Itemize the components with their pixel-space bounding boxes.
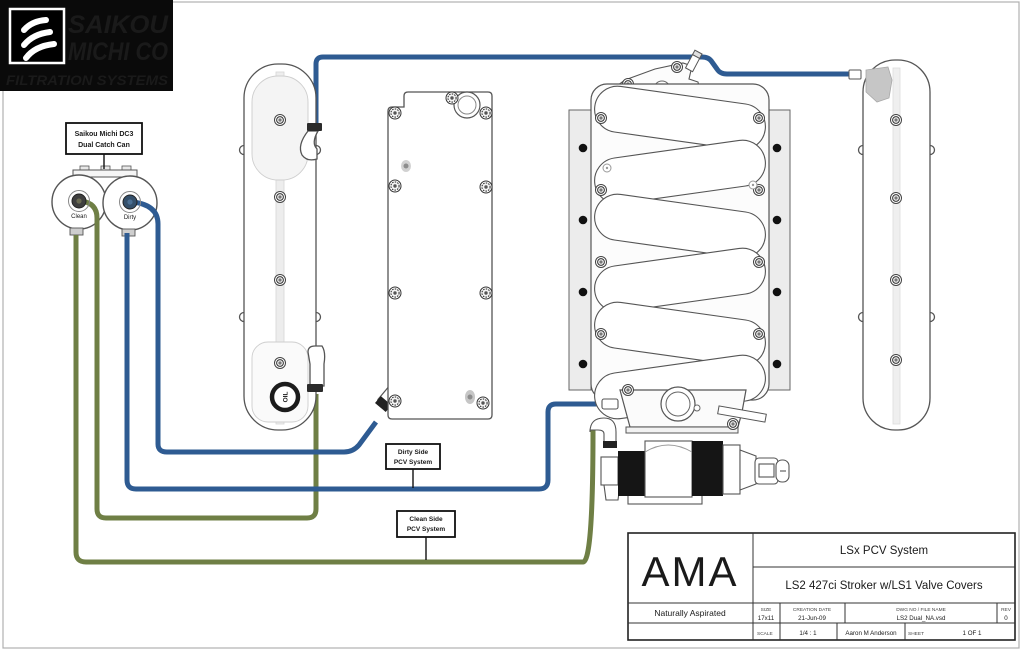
catch-can-callout-line1: Saikou Michi DC3 [75,131,134,138]
sheet-value: 1 OF 1 [963,630,982,637]
creation-date-label: CREATION DATE [793,607,831,613]
rev-label: REV [1001,607,1012,613]
left-valve-cover: OIL [238,63,326,431]
sheet-label: SHEET [908,631,924,637]
throttle-flange [601,384,767,434]
dual-catch-can [51,165,158,237]
manifold-vacuum-stub [601,398,619,410]
hose-barb-icon [307,123,322,131]
scale-label: SCALE [757,631,773,637]
dirty-side-callout-box [385,443,441,470]
title-block: AMA Naturally Aspirated LSx PCV System L… [627,532,1016,641]
clean-hose-to-left-valve-cover [80,198,319,521]
clean-side-line1: Clean Side [409,516,443,523]
intake-manifold [568,49,791,434]
dwg-no-value: LS2 Dual_NA.vsd [897,615,946,622]
size-value: 17x11 [758,615,775,622]
breather-fitting [848,69,862,80]
creation-date-value: 21-Jun-09 [798,615,826,622]
catch-can-callout-line2: Dual Catch Can [78,142,130,149]
left-fuel-rail [568,109,592,391]
author: Aaron M Anderson [845,630,897,637]
company-initials: AMA [641,548,738,595]
dirty-port-label: Dirty [124,215,136,221]
can-ports: Clean Dirty [68,190,141,221]
valve-cover-crossover-hose [313,54,855,132]
scale-value: 1/4 : 1 [799,630,817,637]
logo-line1: SAIKOU [68,11,169,39]
size-label: SIZE [761,607,772,613]
dirty-hose-to-intake [124,233,608,492]
right-fuel-rail [767,109,791,391]
callouts: Saikou Michi DC3 Dual Catch Can Dirty Si… [65,122,456,560]
catch-can-callout-box [65,122,143,155]
logo-tagline: FILTRATION SYSTEMS [6,73,168,88]
throttle-body [589,417,790,505]
logo-line2: MICHI CO [68,38,168,66]
vacuum-nipple [684,49,703,73]
dirty-hose-to-valley-cover [132,199,379,455]
saikou-michi-logo: SAIKOU MICHI CO FILTRATION SYSTEMS [0,0,173,91]
right-valve-cover [848,59,936,431]
connector-plug [758,463,775,478]
clean-side-elbow [589,417,617,448]
mounting-bracket [72,169,138,178]
hose-barb-icon [307,384,323,392]
oil-cap-label: OIL [282,392,289,403]
dirty-side-line1: Dirty Side [398,449,429,456]
clean-side-line2: PCV System [407,526,446,533]
hose-barb-icon [603,441,617,448]
clean-port-label: Clean [71,214,87,220]
oil-fill-shadow [865,66,893,103]
drawing-title: LSx PCV System [840,545,928,557]
drawing-description: LS2 427ci Stroker w/LS1 Valve Covers [785,580,983,592]
valley-cover-plate [374,91,493,420]
subtitle: Naturally Aspirated [654,608,726,618]
clean-side-callout-box [396,510,456,538]
oil-cap: OIL [269,381,301,413]
dirty-side-line2: PCV System [394,459,433,466]
rev-value: 0 [1004,615,1008,622]
dwg-no-label: DWG NO / FILE NAME [896,607,946,613]
intake-runners [594,85,766,420]
